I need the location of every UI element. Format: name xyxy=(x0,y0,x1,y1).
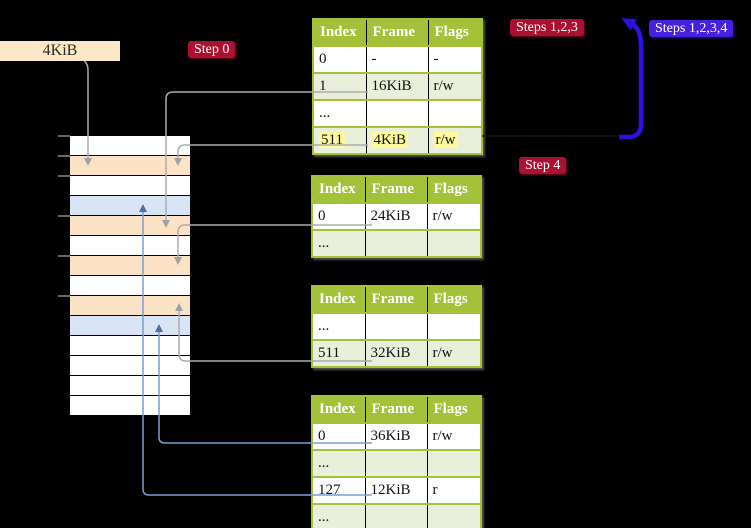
column-header-index: Index xyxy=(313,19,366,46)
table-row: 127 12KiB r xyxy=(312,476,481,504)
strip-tick-marks xyxy=(58,135,70,297)
table-row: 1 16KiB r/w xyxy=(313,72,482,100)
page-table-level4: Index Frame Flags 0 36KiB r/w ... 127 12… xyxy=(311,395,482,528)
table-cell xyxy=(364,229,427,257)
table-cell: 0 xyxy=(313,45,366,73)
table-cell: ... xyxy=(312,503,365,528)
table-row-highlighted: 511 4KiB r/w xyxy=(313,126,482,154)
step0-badge: Step 0 xyxy=(188,41,236,58)
table-cell: 0 xyxy=(312,422,365,450)
table-cell: r/w xyxy=(427,72,482,100)
memory-frame xyxy=(70,276,190,296)
table-cell: r/w xyxy=(427,126,482,154)
table-cell: 24KiB xyxy=(364,202,427,230)
table-cell xyxy=(364,449,427,477)
table-cell: ... xyxy=(312,312,365,340)
page-size-label: 4KiB xyxy=(0,41,120,61)
memory-frame xyxy=(70,396,190,416)
table-cell: 511 xyxy=(313,126,366,154)
table-cell: ... xyxy=(312,449,365,477)
table-header-row: Index Frame Flags xyxy=(313,19,482,46)
column-header-flags: Flags xyxy=(426,396,481,423)
memory-frame xyxy=(70,136,190,156)
table-header-row: Index Frame Flags xyxy=(312,176,481,203)
table-cell: r/w xyxy=(426,339,481,367)
column-header-flags: Flags xyxy=(427,19,482,46)
table-cell: r xyxy=(426,476,481,504)
steps-loop-arrow xyxy=(619,18,644,140)
table-cell: - xyxy=(365,45,428,73)
table-cell: 16KiB xyxy=(365,72,428,100)
column-header-frame: Frame xyxy=(365,19,428,46)
table-row: 0 - - xyxy=(313,45,482,73)
table-header-row: Index Frame Flags xyxy=(312,286,481,313)
table-cell xyxy=(427,99,482,127)
table-row: ... xyxy=(313,99,482,127)
table-cell: ... xyxy=(313,99,366,127)
table-cell: 36KiB xyxy=(364,422,427,450)
column-header-index: Index xyxy=(312,286,365,313)
highlight: 4KiB xyxy=(371,132,409,148)
table-row: 0 36KiB r/w xyxy=(312,422,481,450)
column-header-frame: Frame xyxy=(364,286,427,313)
table-cell xyxy=(426,503,481,528)
table-cell xyxy=(365,99,428,127)
memory-frame-4kib xyxy=(70,156,190,176)
table-cell: 1 xyxy=(313,72,366,100)
column-header-index: Index xyxy=(312,396,365,423)
table-cell: 12KiB xyxy=(364,476,427,504)
physical-memory-strip xyxy=(70,136,190,416)
steps1234-badge: Steps 1,2,3,4 xyxy=(649,20,734,37)
table-cell: 32KiB xyxy=(364,339,427,367)
memory-frame-36kib xyxy=(70,316,190,336)
table-cell xyxy=(364,312,427,340)
table-cell xyxy=(426,229,481,257)
memory-frame-16kib xyxy=(70,216,190,236)
step4-badge: Step 4 xyxy=(519,157,567,174)
table-row: ... xyxy=(312,449,481,477)
table-cell: 4KiB xyxy=(365,126,428,154)
highlight: 511 xyxy=(319,132,345,148)
table-cell xyxy=(426,449,481,477)
column-header-frame: Frame xyxy=(364,176,427,203)
memory-frame xyxy=(70,356,190,376)
table-row: ... xyxy=(312,229,481,257)
memory-frame-32kib xyxy=(70,296,190,316)
page-table-level3: Index Frame Flags ... 511 32KiB r/w xyxy=(311,285,482,368)
memory-frame xyxy=(70,376,190,396)
table-cell: ... xyxy=(312,229,365,257)
page-table-level2: Index Frame Flags 0 24KiB r/w ... xyxy=(311,175,482,258)
table-header-row: Index Frame Flags xyxy=(312,396,481,423)
page-table-level1: Index Frame Flags 0 - - 1 16KiB r/w ... … xyxy=(312,18,483,155)
memory-frame xyxy=(70,336,190,356)
table-row: 0 24KiB r/w xyxy=(312,202,481,230)
table-cell xyxy=(364,503,427,528)
table-cell: 0 xyxy=(312,202,365,230)
table-cell xyxy=(426,312,481,340)
table-cell: - xyxy=(427,45,482,73)
steps123-badge: Steps 1,2,3 xyxy=(510,19,584,36)
column-header-frame: Frame xyxy=(364,396,427,423)
column-header-flags: Flags xyxy=(426,176,481,203)
table-cell: 127 xyxy=(312,476,365,504)
table-row: 511 32KiB r/w xyxy=(312,339,481,367)
memory-frame-24kib xyxy=(70,256,190,276)
table-cell: 511 xyxy=(312,339,365,367)
memory-frame xyxy=(70,176,190,196)
table-cell: r/w xyxy=(426,202,481,230)
highlight: r/w xyxy=(433,132,458,148)
table-cell: r/w xyxy=(426,422,481,450)
memory-frame xyxy=(70,236,190,256)
column-header-flags: Flags xyxy=(426,286,481,313)
memory-frame-12kib xyxy=(70,196,190,216)
table-row: ... xyxy=(312,312,481,340)
column-header-index: Index xyxy=(312,176,365,203)
table-row: ... xyxy=(312,503,481,528)
